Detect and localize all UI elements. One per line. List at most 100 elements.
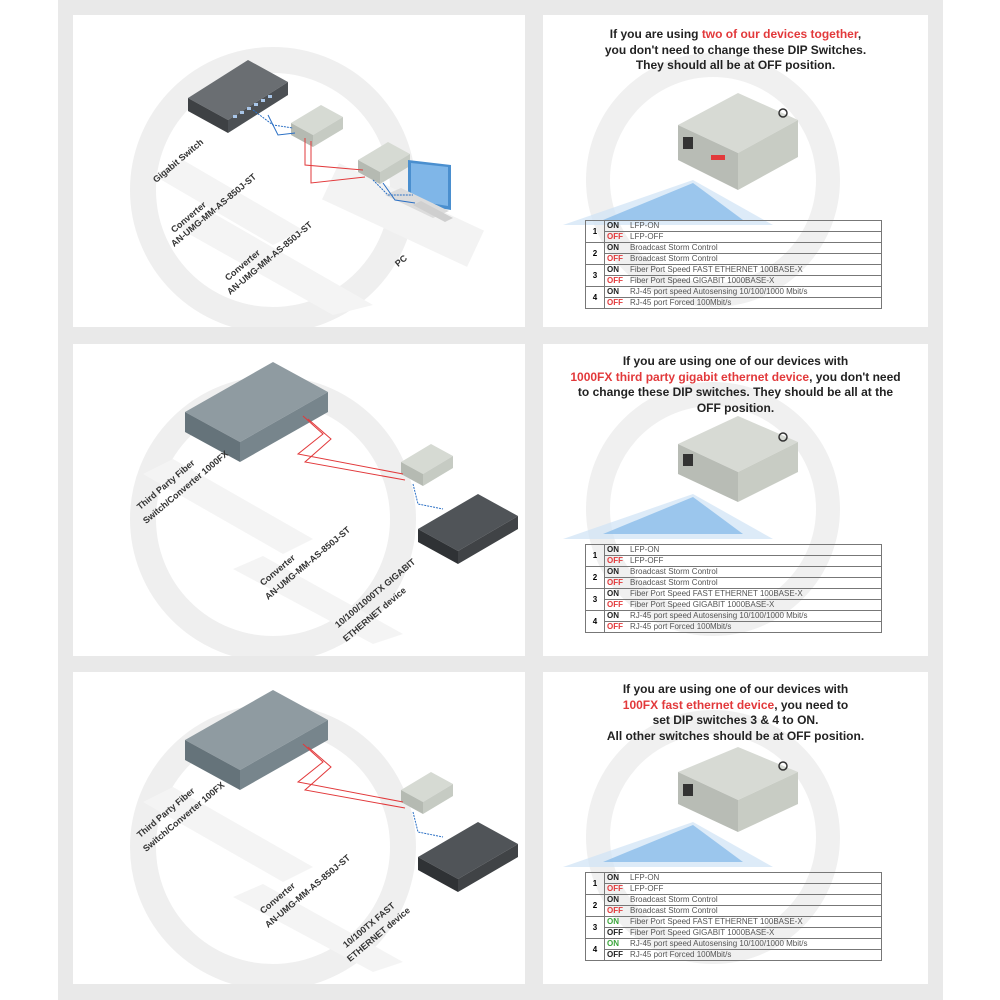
dip-switch-description: LFP-OFF <box>627 555 882 567</box>
heading-line: OFF position. <box>563 401 908 417</box>
dip-switch-number: 3 <box>585 264 605 287</box>
dip-switch-state: ON <box>604 894 627 906</box>
heading-highlight: 1000FX third party gigabit ethernet devi… <box>570 369 810 384</box>
dip-switch-description: LFP-OFF <box>627 231 882 243</box>
dip-switch-description: Broadcast Storm Control <box>627 253 882 265</box>
gigabit-ethernet-device <box>418 494 518 564</box>
dip-switch-number: 1 <box>585 220 605 243</box>
gigabit-switch-device <box>188 60 288 133</box>
dip-switch-number: 1 <box>585 544 605 567</box>
converter-illustration <box>563 93 798 225</box>
converter-device-1 <box>291 105 343 147</box>
heading-line: If you are using one of our devices with <box>563 354 908 370</box>
dip-switch-state: ON <box>604 220 627 232</box>
dip-switch-description: LFP-ON <box>627 872 882 884</box>
dip-switch-state: ON <box>604 544 627 556</box>
dip-switch-state: ON <box>604 938 627 950</box>
dip-switch-description: Broadcast Storm Control <box>627 905 882 917</box>
dip-switch-state: OFF <box>604 599 627 611</box>
heading-line: 1000FX third party gigabit ethernet devi… <box>563 370 908 386</box>
network-diagram-2 <box>143 362 518 644</box>
dip-switch-number: 4 <box>585 286 605 309</box>
instruction-heading: If you are using two of our devices toge… <box>563 27 908 74</box>
heading-text: to change these DIP switches. They shoul… <box>577 385 894 399</box>
dip-switch-state: OFF <box>604 555 627 567</box>
dip-switch-description: Broadcast Storm Control <box>627 566 882 578</box>
heading-line: 100FX fast ethernet device, you need to <box>563 698 908 714</box>
heading-line: set DIP switches 3 & 4 to ON. <box>563 713 908 729</box>
dip-switch-state: OFF <box>604 883 627 895</box>
dip-switch-state: ON <box>604 588 627 600</box>
dip-switch-number: 1 <box>585 872 605 895</box>
dip-switch-state: OFF <box>604 253 627 265</box>
dip-switch-description: LFP-ON <box>627 544 882 556</box>
dip-switch-number: 3 <box>585 916 605 939</box>
network-diagram-1 <box>153 60 453 315</box>
dip-switch-description: Fiber Port Speed GIGABIT 1000BASE-X <box>627 599 882 611</box>
heading-text: If you are using one of our devices with <box>622 682 849 696</box>
dip-switch-description: Fiber Port Speed FAST ETHERNET 100BASE-X <box>627 264 882 276</box>
dip-switch-state: ON <box>604 242 627 254</box>
converter-device <box>401 444 453 486</box>
instruction-heading: If you are using one of our devices with… <box>563 682 908 744</box>
converter-illustration <box>563 416 798 539</box>
heading-text: They should all be at OFF position. <box>635 58 836 72</box>
heading-text: If you are using <box>609 27 702 41</box>
heading-line: you don't need to change these DIP Switc… <box>563 43 908 59</box>
converter-illustration <box>563 747 798 867</box>
dip-switch-state: ON <box>604 264 627 276</box>
diagram-panel-2: Third Party Fiber Switch/Converter 1000F… <box>73 344 525 656</box>
dip-switch-number: 2 <box>585 242 605 265</box>
dip-switch-state: ON <box>604 916 627 928</box>
dip-switch-state: OFF <box>604 927 627 939</box>
heading-line: If you are using two of our devices toge… <box>563 27 908 43</box>
dip-switch-description: Broadcast Storm Control <box>627 577 882 589</box>
instruction-panel-1: If you are using two of our devices toge… <box>543 15 928 327</box>
dip-switch-number: 3 <box>585 588 605 611</box>
dip-switch-description: RJ-45 port Forced 100Mbit/s <box>627 949 882 961</box>
dip-switch-description: Fiber Port Speed GIGABIT 1000BASE-X <box>627 275 882 287</box>
dip-switch-state: OFF <box>604 231 627 243</box>
heading-line: All other switches should be at OFF posi… <box>563 729 908 745</box>
dip-switch-description: Broadcast Storm Control <box>627 242 882 254</box>
dip-switch-number: 4 <box>585 610 605 633</box>
dip-switch-number: 2 <box>585 894 605 917</box>
dip-switch-number: 2 <box>585 566 605 589</box>
heading-highlight: two of our devices together <box>701 27 858 41</box>
dip-switch-state: ON <box>604 286 627 298</box>
dip-switch-description: RJ-45 port speed Autosensing 10/100/1000… <box>627 286 882 298</box>
diagram-panel-3: Third Party Fiber Switch/Converter 100FX… <box>73 672 525 984</box>
network-diagram-3 <box>143 690 518 972</box>
heading-text: All other switches should be at OFF posi… <box>606 728 865 743</box>
dip-switch-state: OFF <box>604 621 627 633</box>
instruction-panel-3: If you are using one of our devices with… <box>543 672 928 984</box>
dip-switch-state: OFF <box>604 949 627 961</box>
dip-switch-description: LFP-OFF <box>627 883 882 895</box>
converter-device-2 <box>358 142 410 184</box>
dip-switch-state: ON <box>604 566 627 578</box>
heading-text: , you need to <box>774 697 849 712</box>
heading-text: you don't need to change these DIP Switc… <box>604 42 867 57</box>
